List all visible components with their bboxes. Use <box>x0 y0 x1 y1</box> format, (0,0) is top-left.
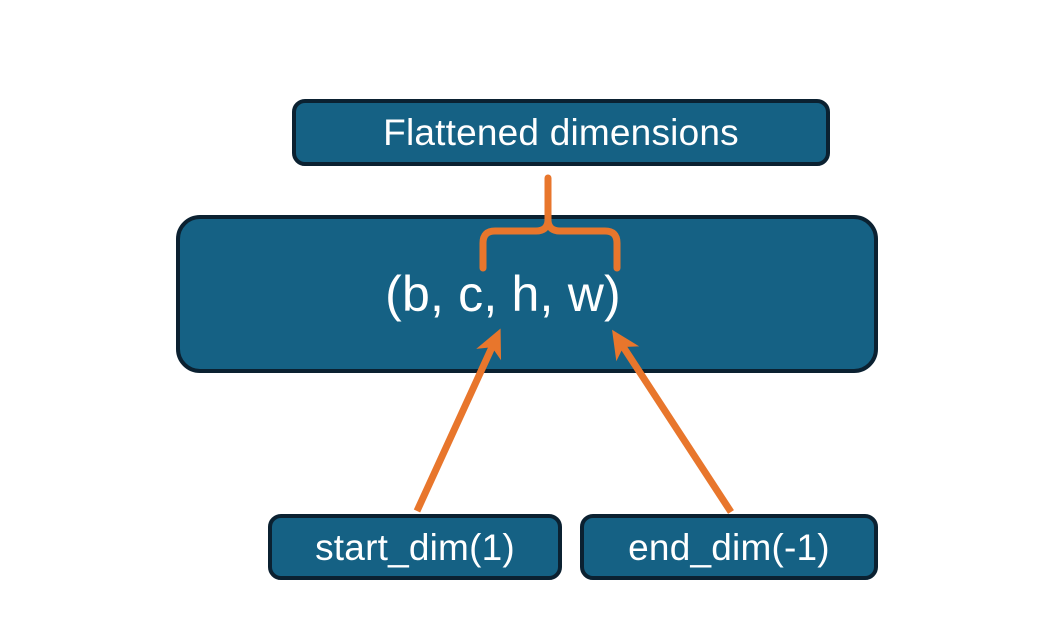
start-dim-box[interactable]: start_dim(1) <box>268 514 562 580</box>
flattened-dimensions-box[interactable]: Flattened dimensions <box>292 99 830 166</box>
tensor-shape-label: (b, c, h, w) <box>385 266 621 322</box>
end-dim-label: end_dim(-1) <box>628 526 830 568</box>
flattened-dimensions-label: Flattened dimensions <box>383 112 739 153</box>
start-dim-label: start_dim(1) <box>315 526 515 568</box>
tensor-shape-box[interactable]: (b, c, h, w) <box>176 215 878 373</box>
end-dim-box[interactable]: end_dim(-1) <box>580 514 878 580</box>
